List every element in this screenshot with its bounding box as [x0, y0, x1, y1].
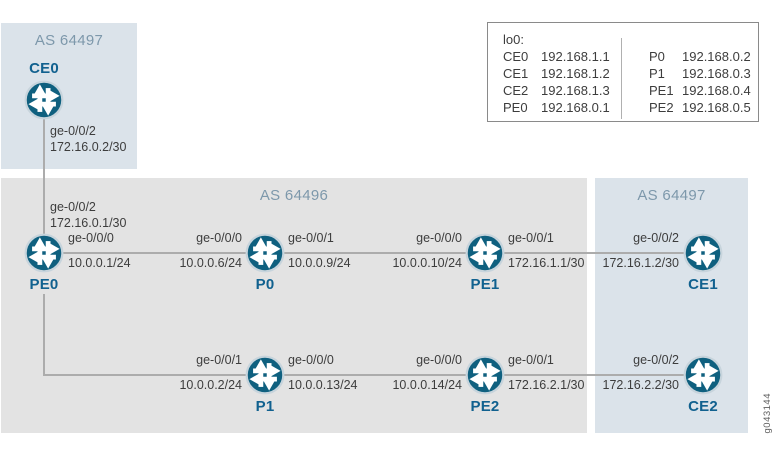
router-node-pe0	[22, 231, 66, 275]
router-label-ce2: CE2	[688, 398, 718, 415]
juniper-router-icon	[683, 233, 723, 273]
legend-row: PE0 192.168.0.1	[503, 99, 634, 116]
legend-ip: 192.168.1.3	[541, 83, 610, 98]
router-node-ce2	[681, 353, 725, 397]
iface-label-pe0-ge002: ge-0/0/2 172.16.0.1/30	[50, 199, 126, 231]
as-box-customer-top-left: AS 64497	[1, 23, 137, 169]
legend-router: CE0	[503, 49, 529, 64]
iface-label-pe1-ge000: ge-0/0/0	[416, 231, 462, 245]
router-node-pe2	[463, 353, 507, 397]
router-node-ce1	[681, 231, 725, 275]
legend-row: PE1 192.168.0.4	[649, 82, 751, 99]
legend-ip: 192.168.0.1	[541, 100, 610, 115]
router-node-ce0	[22, 78, 66, 122]
router-label-p1: P1	[255, 398, 275, 415]
legend-ip: 192.168.1.2	[541, 66, 610, 81]
iface-label-pe1-ge001: ge-0/0/1	[508, 231, 554, 245]
iface-ip-p0-ge001: 10.0.0.9/24	[288, 256, 351, 270]
iface-ip-pe0-ge000: 10.0.0.1/24	[68, 256, 131, 270]
iface-ip-p0-ge000: 10.0.0.6/24	[179, 256, 242, 270]
legend-title: lo0:	[503, 32, 524, 47]
iface-label-p1-ge000: ge-0/0/0	[288, 353, 334, 367]
juniper-router-icon	[24, 233, 64, 273]
iface-ip-pe1-ge000: 10.0.0.10/24	[392, 256, 462, 270]
juniper-router-icon	[465, 233, 505, 273]
router-label-pe1: PE1	[470, 276, 500, 293]
router-label-pe0: PE0	[29, 276, 59, 293]
iface-label-pe2-ge001: ge-0/0/1	[508, 353, 554, 367]
legend-ip: 192.168.0.3	[682, 66, 751, 81]
legend-row: P0 192.168.0.2	[649, 48, 751, 65]
iface-ip-ce2-ge002: 172.16.2.2/30	[602, 378, 679, 392]
loopback-address-legend: lo0: CE0 192.168.1.1 CE1 192.168.1.2 CE2 19…	[487, 22, 759, 122]
iface-label-ce1-ge002: ge-0/0/2	[633, 231, 679, 245]
juniper-router-icon	[683, 355, 723, 395]
router-node-p1	[243, 353, 287, 397]
router-label-ce1: CE1	[688, 276, 718, 293]
juniper-router-icon	[24, 80, 64, 120]
iface-ip-p1-ge000: 10.0.0.13/24	[288, 378, 358, 392]
router-label-ce0: CE0	[29, 60, 59, 77]
router-label-pe2: PE2	[470, 398, 500, 415]
link-pe0-p1-pe2-ce2	[43, 294, 703, 376]
router-node-p0	[243, 231, 287, 275]
juniper-router-icon	[465, 355, 505, 395]
legend-row: CE1 192.168.1.2	[503, 65, 634, 82]
legend-router: PE0	[503, 100, 528, 115]
as-label: AS 64496	[259, 187, 329, 204]
legend-router: P0	[649, 49, 665, 64]
iface-label-p1-ge001: ge-0/0/1	[196, 353, 242, 367]
legend-ip: 192.168.0.4	[682, 83, 751, 98]
router-node-pe1	[463, 231, 507, 275]
legend-router: P1	[649, 66, 665, 81]
legend-row: PE2 192.168.0.5	[649, 99, 751, 116]
legend-router: PE1	[649, 83, 674, 98]
juniper-router-icon	[245, 355, 285, 395]
legend-router: PE2	[649, 100, 674, 115]
iface-ip-ce1-ge002: 172.16.1.2/30	[602, 256, 679, 270]
iface-label-pe2-ge000: ge-0/0/0	[416, 353, 462, 367]
legend-ip: 192.168.0.2	[682, 49, 751, 64]
iface-label-ce2-ge002: ge-0/0/2	[633, 353, 679, 367]
iface-ip-p1-ge001: 10.0.0.2/24	[179, 378, 242, 392]
legend-row: P1 192.168.0.3	[649, 65, 751, 82]
iface-name: ge-0/0/2	[50, 200, 96, 214]
iface-ip-pe2-ge001: 172.16.2.1/30	[508, 378, 585, 392]
router-label-p0: P0	[255, 276, 275, 293]
as-label: AS 64497	[34, 32, 104, 49]
legend-row: CE2 192.168.1.3	[503, 82, 634, 99]
iface-name: ge-0/0/2	[50, 124, 96, 138]
figure-id-watermark: g043144	[762, 392, 773, 433]
iface-ip-pe2-ge000: 10.0.0.14/24	[392, 378, 462, 392]
iface-label-ce0-ge002: ge-0/0/2 172.16.0.2/30	[50, 123, 126, 155]
iface-label-pe0-ge000: ge-0/0/0	[68, 231, 114, 245]
legend-column-divider	[621, 38, 622, 119]
legend-router: CE1	[503, 66, 529, 81]
iface-label-p0-ge000: ge-0/0/0	[196, 231, 242, 245]
as-label: AS 64497	[637, 187, 706, 204]
as-box-customer-right: AS 64497	[595, 178, 748, 433]
legend-ip: 192.168.0.5	[682, 100, 751, 115]
legend-ip: 192.168.1.1	[541, 49, 610, 64]
juniper-router-icon	[245, 233, 285, 273]
iface-ip: 172.16.0.1/30	[50, 216, 127, 230]
iface-label-p0-ge001: ge-0/0/1	[288, 231, 334, 245]
legend-router: CE2	[503, 83, 529, 98]
iface-ip: 172.16.0.2/30	[50, 140, 127, 154]
iface-ip-pe1-ge001: 172.16.1.1/30	[508, 256, 585, 270]
legend-row: CE0 192.168.1.1	[503, 48, 634, 65]
